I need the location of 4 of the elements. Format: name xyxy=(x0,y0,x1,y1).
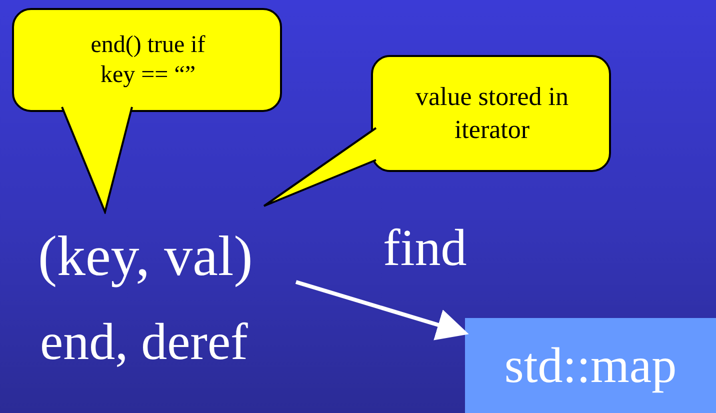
arrow xyxy=(295,280,469,340)
keyword-text: end, deref xyxy=(40,313,248,373)
class-box: std::map xyxy=(465,318,716,413)
keyword-text: find xyxy=(383,219,467,279)
